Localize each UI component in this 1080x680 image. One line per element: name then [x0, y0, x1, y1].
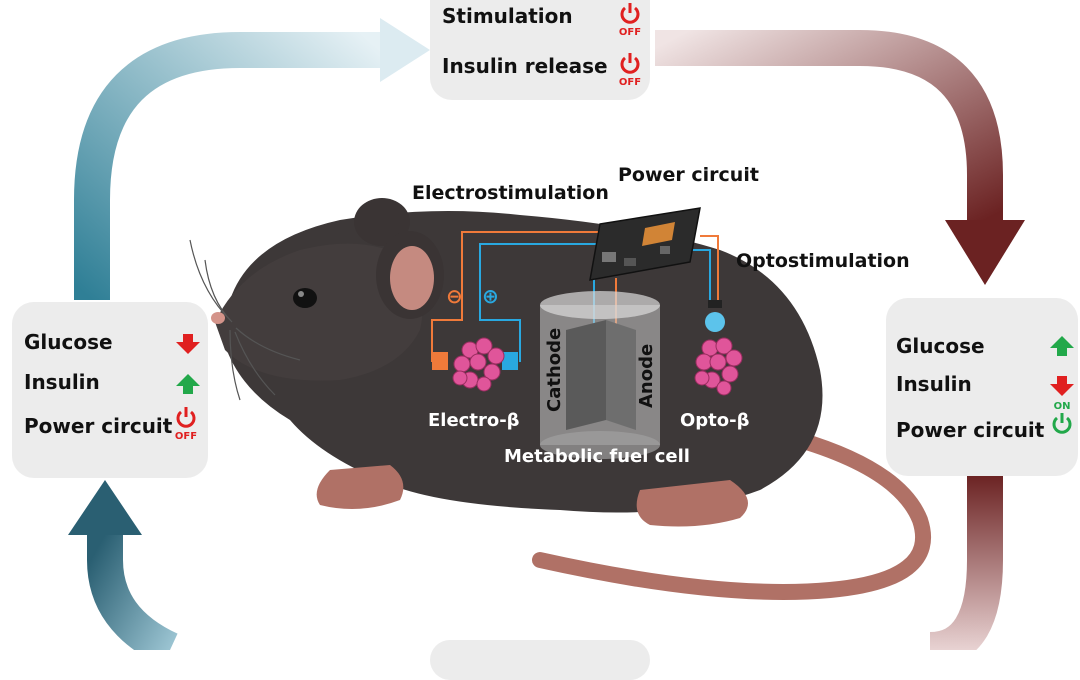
right-glucose-up-arrow-icon [1050, 336, 1074, 356]
orange-electrode [432, 352, 448, 370]
anode-label: Anode [636, 343, 657, 408]
mouse-illustration [189, 198, 932, 600]
minus-symbol: ⊖ [446, 284, 463, 308]
mouse-front-foot [316, 465, 404, 509]
left-power-circuit-label: Power circuit [24, 414, 173, 438]
power-circuit-label: Power circuit [618, 164, 759, 186]
left-state-box [12, 302, 208, 478]
mouse-tail [532, 432, 932, 600]
arrow-top-to-right-head [945, 220, 1025, 285]
left-power-circuit-icon: OFF [174, 406, 198, 442]
stimulation-state: OFF [618, 27, 642, 38]
right-insulin-down-arrow-icon [1050, 376, 1074, 396]
cathode-label: Cathode [544, 327, 565, 412]
electro-beta-label: Electro-β [428, 410, 520, 431]
left-glucose-down-arrow-icon [176, 334, 200, 354]
right-glucose-label: Glucose [896, 334, 985, 358]
power-circuit-board [589, 207, 701, 281]
arrow-top-to-right [655, 30, 1003, 220]
arrow-bottom-to-left [87, 535, 178, 650]
arrow-left-to-top-head [380, 18, 430, 82]
stimulation-label: Stimulation [442, 4, 573, 28]
mouse-ear-inner [390, 246, 434, 310]
blue-electrode [502, 352, 518, 370]
right-state-box [886, 298, 1078, 476]
mouse-head [215, 243, 423, 381]
mouse-hind-foot [636, 480, 748, 527]
right-power-circuit-state: ON [1053, 401, 1071, 412]
cycle-arrows [68, 18, 1025, 650]
opto-beta-cells [694, 337, 743, 396]
plus-symbol: ⊕ [482, 284, 499, 308]
stimulation-power-icon: OFF [618, 2, 642, 38]
left-glucose-label: Glucose [24, 330, 113, 354]
opto-light [705, 312, 725, 332]
left-insulin-label: Insulin [24, 370, 100, 394]
mouse-ear-back [354, 198, 410, 246]
arrow-bottom-to-left-head [68, 480, 142, 535]
mouse-nose [211, 312, 225, 324]
right-insulin-label: Insulin [896, 372, 972, 396]
optostimulation-label: Optostimulation [736, 250, 910, 272]
left-insulin-up-arrow-icon [176, 374, 200, 394]
electrostimulation-label: Electrostimulation [412, 182, 609, 204]
insulin-release-state: OFF [618, 77, 642, 88]
left-power-circuit-state: OFF [174, 431, 198, 442]
mouse-eye [293, 288, 317, 308]
top-state-box [430, 0, 650, 100]
right-power-circuit-label: Power circuit [896, 418, 1045, 442]
arrow-right-to-bottom [928, 475, 1003, 650]
insulin-release-power-icon: OFF [618, 52, 642, 88]
insulin-release-label: Insulin release [442, 54, 608, 78]
metabolic-fuel-cell [540, 291, 660, 459]
opto-beta-label: Opto-β [680, 410, 750, 431]
metabolic-fuel-cell-label: Metabolic fuel cell [504, 446, 690, 467]
electro-beta-cells [452, 337, 505, 392]
arrow-left-to-top [74, 31, 380, 300]
right-power-circuit-icon: ON [1050, 402, 1074, 438]
